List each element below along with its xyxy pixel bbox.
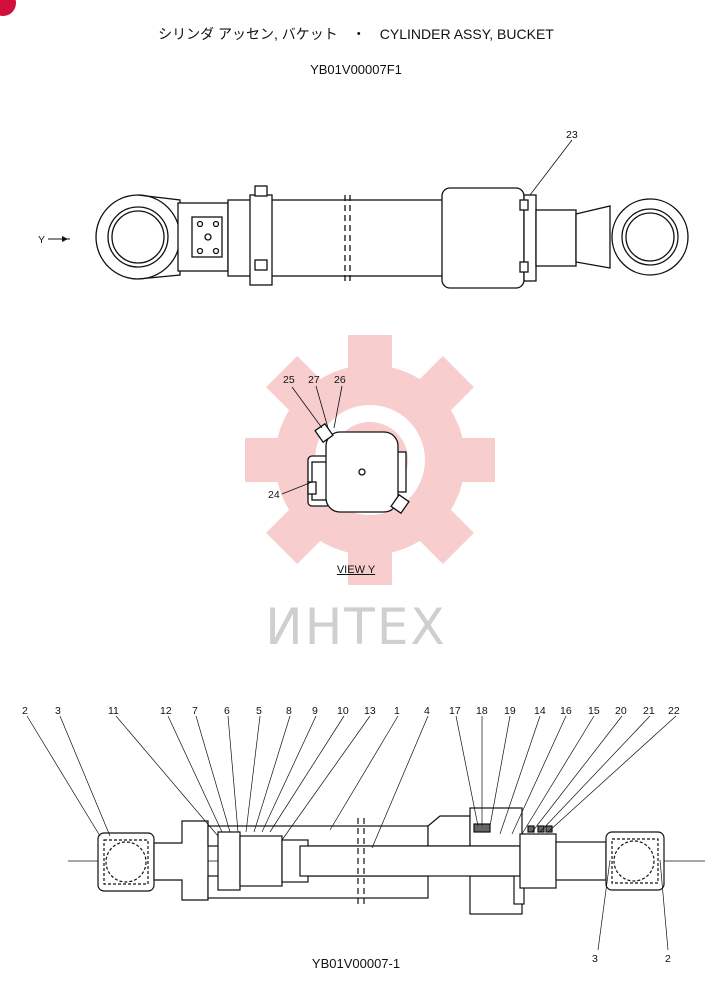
callout-20: 20	[615, 705, 627, 717]
callout-16: 16	[560, 705, 572, 717]
callout-23: 23	[566, 129, 578, 141]
callout-2: 2	[22, 705, 28, 717]
callout-26: 26	[334, 374, 346, 386]
drawing-code: YB01V00007F1	[310, 62, 402, 77]
section-leaders	[26, 715, 677, 951]
callout-6: 6	[224, 705, 230, 717]
view-arrow-icon	[48, 236, 68, 242]
corner-badge	[0, 0, 16, 16]
callout-4: 4	[424, 705, 430, 717]
cylinder-exterior-view	[95, 185, 689, 289]
callout-9: 9	[312, 705, 318, 717]
section-drawing-code: YB01V00007-1	[311, 956, 401, 971]
callout-3: 3	[55, 705, 61, 717]
callout-13: 13	[364, 705, 376, 717]
view-y-caption: VIEW Y	[0, 564, 712, 576]
callout-24: 24	[268, 489, 280, 501]
view-y-caption-text: VIEW Y	[336, 564, 376, 576]
view-arrow-label: Y	[38, 234, 45, 246]
callout-22: 22	[668, 705, 680, 717]
callout-12: 12	[160, 705, 172, 717]
callout-27: 27	[308, 374, 320, 386]
callout-15: 15	[588, 705, 600, 717]
callout-1: 1	[394, 705, 400, 717]
page-title: シリンダ アッセン, バケット ・ CYLINDER ASSY, BUCKET	[158, 26, 554, 42]
callout-7: 7	[192, 705, 198, 717]
watermark-text: ИНТЕХ	[265, 598, 447, 656]
view-y-drawing	[307, 422, 410, 515]
callout-17: 17	[449, 705, 461, 717]
callout-5: 5	[256, 705, 262, 717]
callout-18: 18	[476, 705, 488, 717]
callout-8: 8	[286, 705, 292, 717]
callout-14: 14	[534, 705, 546, 717]
cylinder-section-view	[68, 807, 705, 915]
callout-25: 25	[283, 374, 295, 386]
callout-2-bottom: 2	[665, 953, 671, 965]
callout-21: 21	[643, 705, 655, 717]
callout-10: 10	[337, 705, 349, 717]
callout-3-bottom: 3	[592, 953, 598, 965]
callout-19: 19	[504, 705, 516, 717]
callout-11: 11	[108, 705, 119, 717]
